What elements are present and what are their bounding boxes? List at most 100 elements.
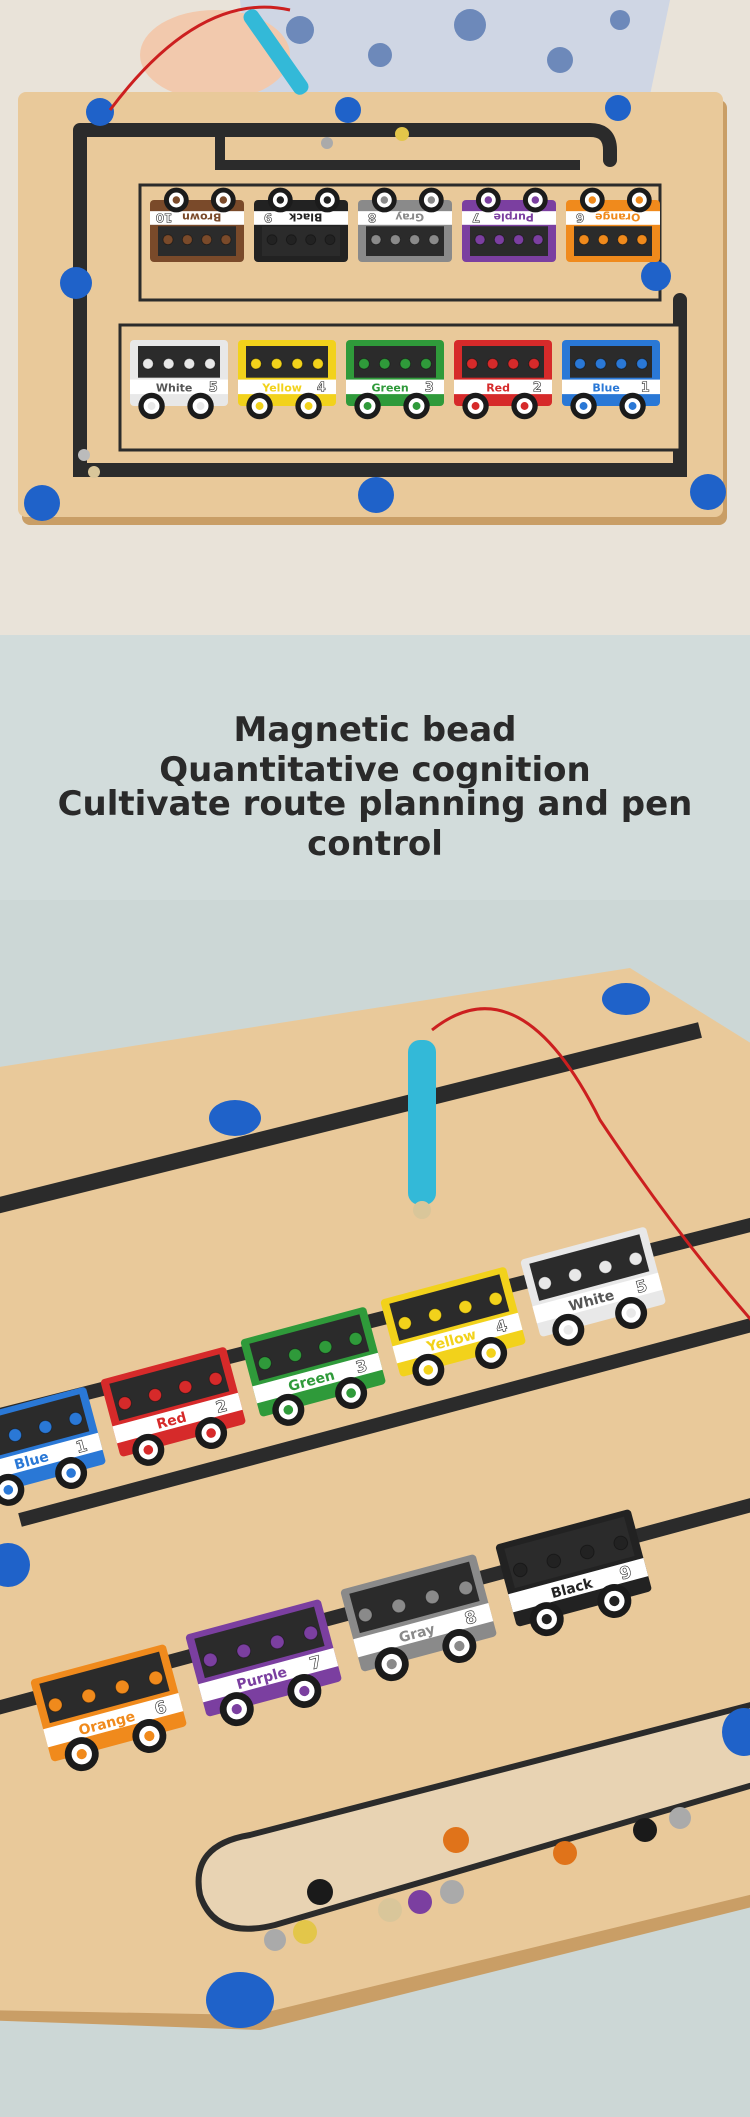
car-color-label: Red: [155, 1410, 188, 1433]
car-number: 6: [153, 1697, 170, 1719]
bead: [348, 1331, 363, 1346]
bead: [507, 357, 520, 370]
magnetic-pen-angled: [408, 1040, 436, 1205]
car-number: 8: [463, 1607, 480, 1629]
bead: [378, 357, 391, 370]
caption-magnetic-bead: Magnetic bead: [233, 710, 517, 750]
bead: [466, 357, 478, 370]
bead: [513, 1562, 528, 1578]
car-number: 3: [354, 1356, 370, 1377]
car-number: 7: [472, 211, 480, 225]
bead: [358, 1607, 373, 1623]
car-number: 7: [308, 1652, 325, 1674]
bead: [613, 1535, 629, 1551]
bead: [597, 234, 609, 246]
bead: [532, 234, 544, 246]
bead: [285, 234, 297, 246]
loose-beads: [264, 1807, 691, 1951]
bead: [424, 1589, 440, 1605]
magnet-pins-angled: [0, 983, 750, 2028]
bead: [579, 1544, 595, 1560]
car-color-label: Black: [288, 211, 322, 224]
bead: [204, 357, 216, 370]
bead: [324, 234, 336, 246]
bead: [528, 357, 540, 370]
bead: [208, 1371, 223, 1386]
bead: [537, 1276, 552, 1291]
bead: [428, 234, 440, 246]
bead: [628, 1251, 643, 1266]
car-color-label: Green: [371, 381, 408, 394]
car-color-label: Purple: [493, 211, 533, 224]
bead: [38, 1420, 53, 1434]
bead: [615, 357, 628, 370]
bead: [409, 234, 421, 246]
bead: [318, 1340, 333, 1354]
bead: [305, 234, 317, 246]
bead: [250, 357, 262, 370]
pen-string: [108, 5, 291, 111]
caption-line-1: Magnetic bead Quantitative cognition: [0, 710, 750, 790]
bead: [266, 234, 278, 246]
car-number: 4: [494, 1316, 510, 1337]
bead: [474, 234, 486, 246]
magnet-pins: [24, 95, 726, 521]
car-color-label: Red: [486, 381, 510, 394]
bead: [391, 1598, 407, 1614]
bead: [236, 1643, 252, 1659]
bead: [48, 1697, 63, 1713]
train-car: Purple 7: [462, 187, 556, 262]
bead: [486, 357, 499, 370]
bead: [636, 357, 648, 370]
bead: [162, 357, 175, 370]
bead: [358, 357, 370, 370]
bead: [114, 1679, 130, 1695]
bead: [257, 1356, 272, 1371]
magnetic-pen: [243, 9, 309, 95]
bead: [203, 1652, 218, 1668]
bead: [370, 234, 382, 246]
bead: [148, 1670, 164, 1686]
bead: [291, 357, 304, 370]
bead: [270, 357, 283, 370]
bead: [598, 1260, 613, 1274]
car-number: 2: [533, 380, 542, 395]
bead: [68, 1411, 83, 1426]
bead: [428, 1308, 443, 1322]
bead: [399, 357, 412, 370]
car-number: 9: [618, 1562, 635, 1584]
bead: [303, 1625, 319, 1641]
bead: [142, 357, 154, 370]
car-color-label: Blue: [592, 381, 619, 394]
train-car: Blue 1: [562, 340, 660, 420]
bead: [513, 234, 525, 246]
car-number: 4: [317, 380, 326, 395]
bead: [458, 1580, 474, 1596]
car-number: 10: [156, 211, 173, 225]
bead: [117, 1396, 132, 1411]
bead: [312, 357, 324, 370]
bead: [201, 234, 213, 246]
caption-quantitative-cognition: Quantitative cognition: [159, 750, 591, 790]
car-number: 1: [641, 380, 650, 395]
bead-slot: [195, 1702, 750, 1932]
train-car: Red 2: [454, 340, 552, 420]
bead: [8, 1428, 23, 1442]
car-color-label: Brown: [182, 211, 221, 224]
bead: [636, 234, 648, 246]
pen-string-angled: [431, 1007, 750, 1321]
